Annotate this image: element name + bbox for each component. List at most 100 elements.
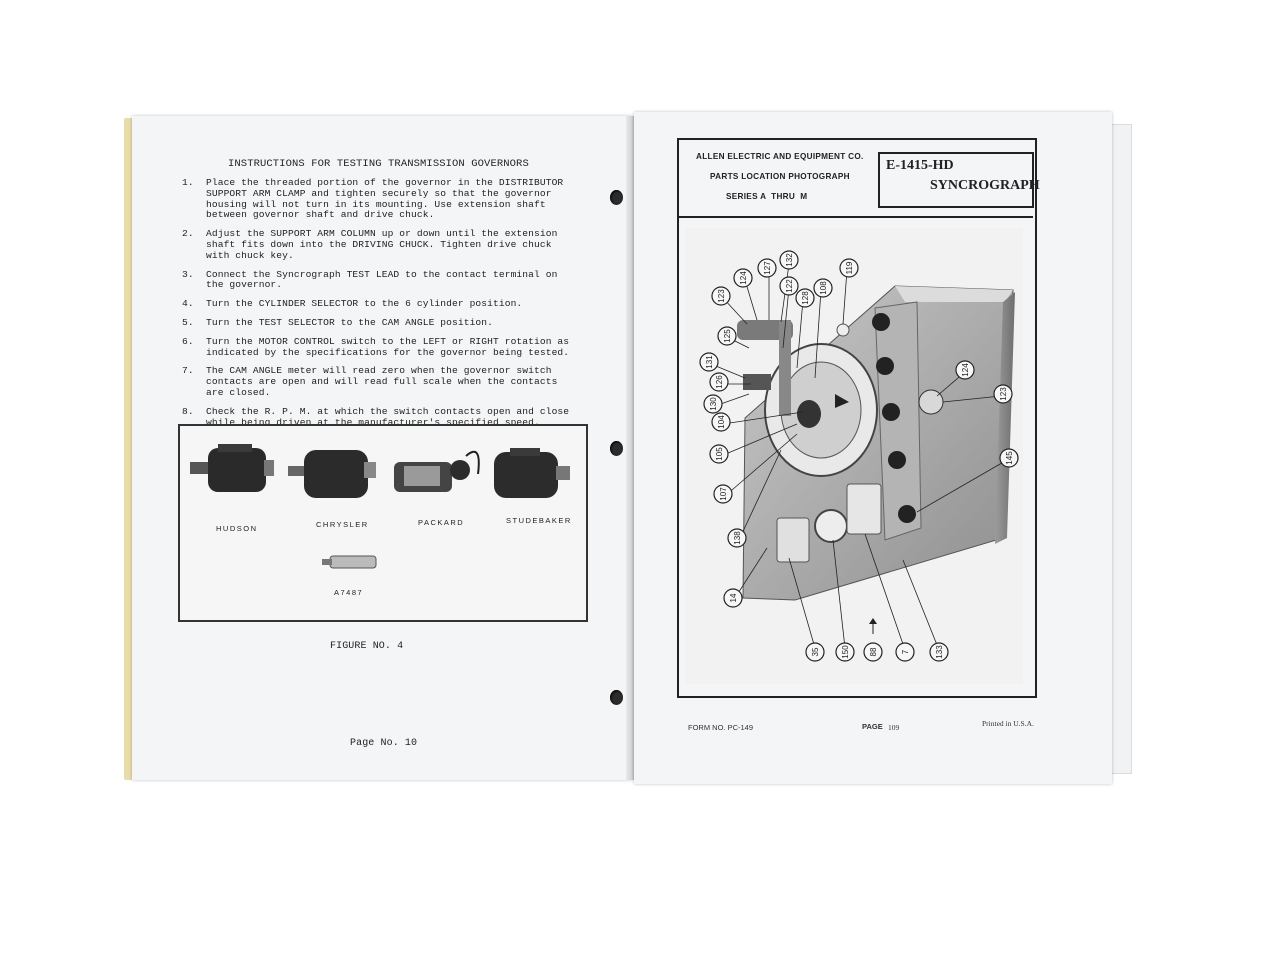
step-text: Place the threaded portion of the govern…: [206, 177, 564, 221]
part-callout: 127: [757, 258, 777, 278]
svg-text:145: 145: [1005, 451, 1014, 465]
step-number: 3.: [182, 268, 194, 280]
left-page-number: Page No. 10: [350, 738, 418, 749]
studebaker-governor-image: [494, 448, 570, 498]
part-callout: 145: [999, 448, 1019, 468]
step-number: 7.: [182, 365, 194, 377]
step-number: 6.: [182, 335, 194, 347]
svg-text:133: 133: [935, 645, 944, 659]
right-page-number: 109: [888, 723, 900, 732]
company-name: ALLEN ELECTRIC AND EQUIPMENT CO.: [696, 152, 864, 161]
svg-text:125: 125: [723, 329, 732, 343]
svg-text:7: 7: [901, 649, 910, 654]
instruction-step: 2. Adjust the SUPPORT ARM COLUMN up or do…: [182, 228, 572, 261]
figure-caption: FIGURE NO. 4: [330, 641, 404, 652]
header-divider: [677, 216, 1033, 218]
part-callout: 88: [863, 642, 883, 662]
svg-text:150: 150: [841, 645, 850, 659]
part-callout: 123: [993, 384, 1013, 404]
page-label: PAGE: [862, 722, 883, 731]
step-number: 8.: [182, 405, 194, 417]
printed-in-usa: Printed in U.S.A.: [982, 719, 1034, 728]
part-callout: 119: [839, 258, 859, 278]
svg-text:108: 108: [819, 281, 828, 295]
a7487-shaft-image: [322, 555, 377, 569]
part-callout: 124: [733, 268, 753, 288]
svg-text:123: 123: [999, 387, 1008, 401]
step-text: The CAM ANGLE meter will read zero when …: [206, 365, 558, 398]
packard-label: PACKARD: [418, 518, 465, 527]
step-number: 4.: [182, 298, 194, 310]
svg-text:138: 138: [733, 531, 742, 545]
packard-governor-image: [394, 450, 480, 492]
series-range: SERIES A THRU M: [726, 192, 808, 201]
governor-photos: [190, 444, 570, 569]
svg-text:122: 122: [785, 279, 794, 293]
step-text: Check the R. P. M. at which the switch c…: [206, 405, 570, 428]
binder-hole-middle: [610, 441, 623, 456]
step-text: Turn the CYLINDER SELECTOR to the 6 cyli…: [206, 298, 523, 310]
part-callout: 35: [805, 642, 825, 662]
step-text: Turn the TEST SELECTOR to the CAM ANGLE …: [206, 316, 494, 328]
instruction-steps: 1. Place the threaded portion of the gove…: [182, 177, 572, 436]
step-text: Adjust the SUPPORT ARM COLUMN up or down…: [206, 228, 558, 261]
svg-text:123: 123: [717, 289, 726, 303]
chrysler-label: CHRYSLER: [316, 520, 369, 529]
part-callout: 126: [709, 372, 729, 392]
studebaker-label: STUDEBAKER: [506, 516, 572, 525]
instruction-step: 7. The CAM ANGLE meter will read zero whe…: [182, 365, 572, 398]
svg-text:107: 107: [719, 487, 728, 501]
part-callout: 133: [929, 642, 949, 662]
hudson-governor-image: [190, 444, 274, 492]
svg-text:14: 14: [729, 593, 738, 602]
instruction-step: 6. Turn the MOTOR CONTROL switch to the L…: [182, 335, 572, 359]
instruction-step: 4. Turn the CYLINDER SELECTOR to the 6 cy…: [182, 298, 572, 310]
step-text: Connect the Syncrograph TEST LEAD to the…: [206, 268, 558, 291]
part-callout: 104: [711, 412, 731, 432]
step-number: 2.: [182, 228, 194, 240]
svg-text:124: 124: [961, 363, 970, 377]
instruction-step: 1. Place the threaded portion of the gove…: [182, 177, 572, 221]
a7487-label: A7487: [334, 588, 364, 597]
svg-text:124: 124: [739, 271, 748, 285]
part-callout: 123: [711, 286, 731, 306]
syncrograph-machine-image: [710, 263, 1015, 651]
model-name: SYNCROGRAPH: [930, 178, 1040, 193]
part-callout: 125: [717, 326, 737, 346]
svg-text:88: 88: [869, 647, 878, 656]
svg-text:104: 104: [717, 415, 726, 429]
svg-text:105: 105: [715, 447, 724, 461]
part-callout: 105: [709, 444, 729, 464]
part-callout: 124: [955, 360, 975, 380]
svg-text:132: 132: [785, 253, 794, 267]
svg-text:130: 130: [709, 397, 718, 411]
instruction-step: 8. Check the R. P. M. at which the switch…: [182, 405, 572, 429]
step-number: 1.: [182, 177, 194, 188]
part-callout: 128: [795, 288, 815, 308]
svg-text:119: 119: [845, 261, 854, 274]
instruction-step: 3. Connect the Syncrograph TEST LEAD to t…: [182, 268, 572, 292]
chrysler-governor-image: [288, 450, 376, 498]
binder-hole-top: [610, 190, 623, 205]
part-callout: 7: [895, 642, 915, 662]
svg-text:131: 131: [705, 355, 714, 369]
step-text: Turn the MOTOR CONTROL switch to the LEF…: [206, 335, 570, 358]
svg-text:126: 126: [715, 375, 724, 389]
figure-box: HUDSON CHRYSLER PACKARD STUDEBAKER A7487: [178, 424, 588, 622]
part-callout: 107: [713, 484, 733, 504]
svg-text:127: 127: [763, 261, 772, 275]
part-callout: 108: [813, 278, 833, 298]
part-callout: 150: [835, 642, 855, 662]
model-box: [878, 152, 1034, 208]
svg-text:35: 35: [811, 647, 820, 656]
svg-text:128: 128: [801, 291, 810, 305]
part-callout: 132: [779, 250, 799, 270]
part-callout: 122: [779, 276, 799, 296]
parts-frame: [677, 138, 1037, 698]
binder-hole-bottom: [610, 690, 623, 705]
hudson-label: HUDSON: [216, 524, 258, 533]
form-number: FORM NO. PC-149: [688, 723, 754, 732]
model-number: E-1415-HD: [886, 158, 954, 173]
